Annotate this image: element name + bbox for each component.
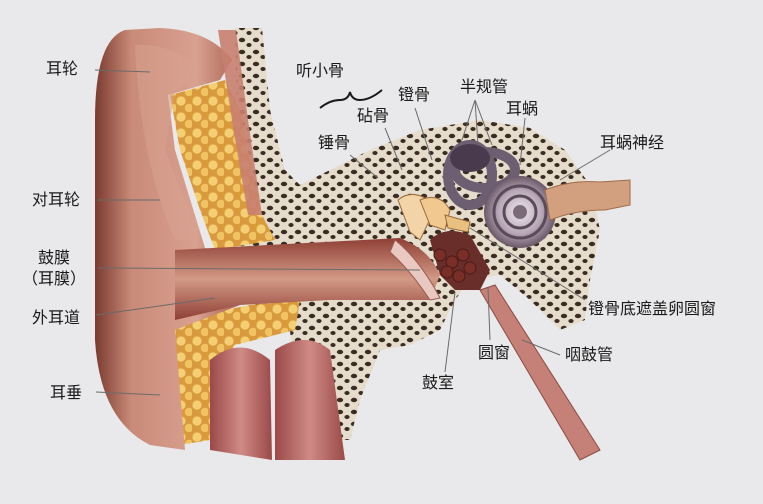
leader-lines	[94, 69, 611, 396]
label-stapes: 镫骨	[398, 85, 431, 104]
canal-shape	[175, 238, 440, 320]
lower-fat-tissue	[170, 300, 300, 445]
label-cochlear-nerve: 耳蜗神经	[600, 133, 665, 152]
label-malleus: 锤骨	[318, 133, 351, 152]
label-round-window: 圆窗	[478, 343, 511, 362]
ossicles-bracket	[319, 89, 383, 109]
label-cochlea: 耳蜗	[506, 99, 539, 118]
lower-muscles	[210, 340, 345, 460]
label-antihelix: 对耳轮	[32, 190, 81, 209]
eustachian-tube-shape	[479, 284, 601, 461]
outer-ear-shape	[95, 28, 240, 450]
label-semicircular-canals: 半规管	[460, 77, 509, 96]
label-earlobe: 耳垂	[50, 383, 83, 402]
upper-cartilage	[218, 30, 262, 215]
label-eustachian-tube: 咽鼓管	[565, 345, 614, 364]
helix-fold	[135, 44, 200, 240]
label-eardrum: 鼓膜	[38, 248, 71, 267]
label-ear-canal: 外耳道	[32, 308, 81, 327]
label-helix: 耳轮	[46, 59, 79, 78]
mastoid-cells	[433, 248, 477, 283]
label-tympanic-cavity: 鼓室	[422, 373, 455, 392]
stapes-bone	[444, 214, 471, 233]
vestibule-shape	[450, 144, 490, 172]
label-incus: 砧骨	[357, 106, 390, 125]
label-oval-window: 镫骨底遮盖卵圆窗	[588, 299, 717, 318]
incus-bone	[419, 197, 451, 231]
cochlea-shape	[484, 176, 556, 248]
label-ossicles: 听小骨	[296, 61, 345, 80]
cochlear-nerve-bundle	[544, 179, 631, 221]
label-eardrum-alias: （耳膜）	[22, 269, 87, 288]
